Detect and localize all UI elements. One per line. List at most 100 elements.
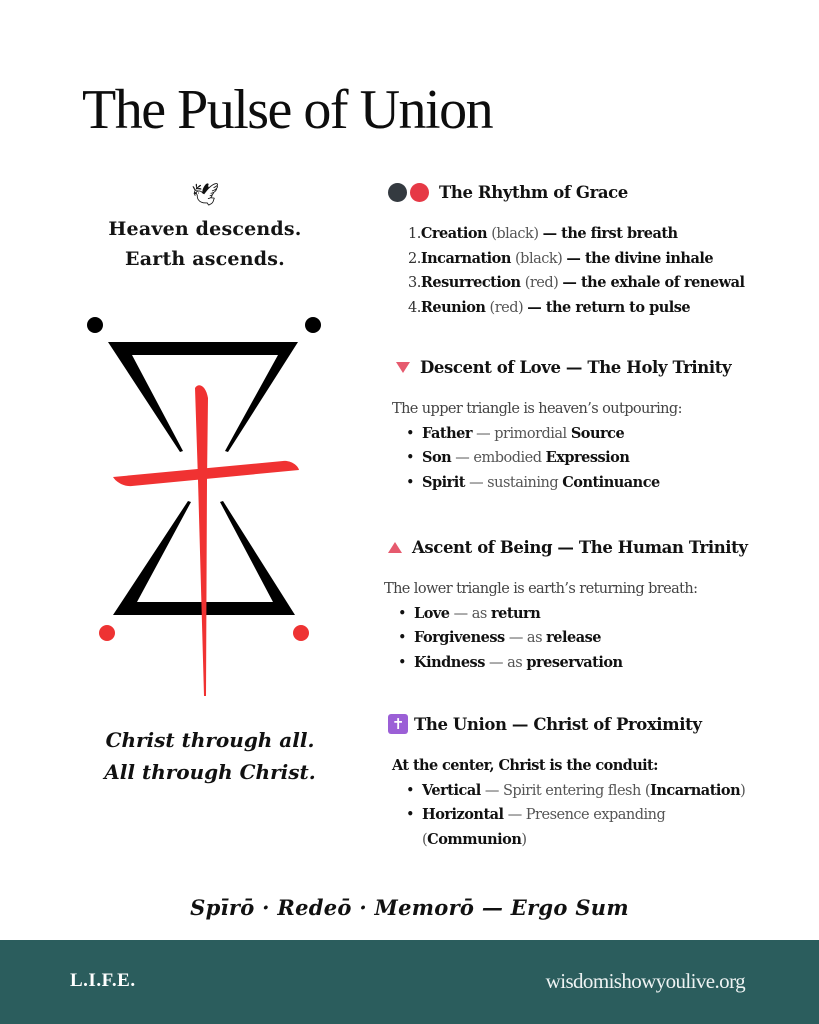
list-item: 2.Incarnation (black) — the divine inhal…: [408, 247, 778, 272]
item-desc: — as: [489, 654, 523, 671]
footer-brand: L.I.F.E.: [70, 970, 136, 991]
section-intro: The lower triangle is earth’s returning …: [384, 581, 698, 597]
item-key: Source: [570, 424, 625, 442]
section-heading: Descent of Love — The Holy Trinity: [388, 358, 778, 377]
item-key: return: [490, 604, 541, 622]
item-term: Spirit: [422, 473, 465, 491]
upper-triangle: [108, 342, 298, 452]
footer-website-link[interactable]: wisdomishowyoulive.org: [545, 969, 746, 993]
red-triangle-down-icon: [396, 362, 410, 373]
section-title: Ascent of Being — The Human Trinity: [412, 538, 748, 557]
tagline: Heaven descends. Earth ascends.: [80, 214, 330, 274]
cross-vertical: [195, 385, 208, 696]
item-desc: — sustaining: [469, 474, 559, 491]
tagline-line-2: Earth ascends.: [125, 248, 285, 270]
item-key: release: [546, 629, 602, 646]
top-right-dot: [305, 317, 321, 333]
item-number: 3.: [408, 275, 421, 291]
section-heading: The Rhythm of Grace: [388, 183, 778, 202]
cross-horizontal: [113, 460, 299, 487]
item-term: Father: [422, 424, 473, 442]
list-item: Love — as return: [398, 602, 778, 627]
red-circle-icon: [410, 183, 429, 202]
item-key: preservation: [526, 653, 623, 671]
item-note: (black): [515, 250, 563, 267]
black-red-circles-icon: [388, 183, 429, 202]
section-the-union: ✝ The Union — Christ of Proximity At the…: [388, 714, 778, 852]
item-key: Expression: [545, 449, 630, 466]
human-trinity-list: Love — as return Forgiveness — as releas…: [398, 602, 778, 676]
black-circle-icon: [388, 183, 407, 202]
item-note: (red): [489, 299, 524, 316]
item-desc: — Spirit entering flesh (: [484, 782, 651, 799]
closing-statement: Christ through all. All through Christ.: [90, 724, 330, 788]
lower-triangle: [113, 501, 295, 615]
item-key: Continuance: [562, 473, 660, 491]
right-column: The Rhythm of Grace 1.Creation (black) —…: [384, 183, 778, 852]
list-item: Son — embodied Expression: [406, 446, 778, 471]
list-item: Horizontal — Presence expanding (Communi…: [406, 803, 672, 852]
closing-line-2: All through Christ.: [104, 760, 316, 784]
section-heading: Ascent of Being — The Human Trinity: [380, 538, 778, 557]
section-title: The Union — Christ of Proximity: [414, 714, 702, 734]
item-number: 1.: [408, 226, 421, 242]
pulse-of-union-symbol-icon: [87, 317, 321, 696]
item-note: (black): [491, 226, 539, 242]
dove-icon: 🕊: [191, 182, 219, 207]
item-term: Creation: [420, 225, 488, 242]
trinity-list: Father — primordial Source Son — embodie…: [406, 422, 778, 496]
section-intro: At the center, Christ is the conduit:: [392, 757, 659, 774]
item-end: ): [521, 831, 527, 848]
item-number: 2.: [408, 250, 421, 267]
section-heading: ✝ The Union — Christ of Proximity: [388, 714, 778, 734]
bottom-left-dot: [99, 625, 115, 641]
section-title: The Rhythm of Grace: [439, 183, 628, 202]
item-desc: — the divine inhale: [566, 249, 714, 267]
tagline-line-1: Heaven descends.: [108, 218, 302, 240]
section-title: Descent of Love — The Holy Trinity: [420, 358, 732, 377]
list-item: Spirit — sustaining Continuance: [406, 471, 778, 496]
section-rhythm-of-grace: The Rhythm of Grace 1.Creation (black) —…: [388, 183, 778, 358]
latin-cross-icon: ✝: [388, 714, 408, 734]
rhythm-list: 1.Creation (black) — the first breath 2.…: [408, 222, 778, 320]
item-desc: — the return to pulse: [527, 298, 691, 316]
item-desc: — as: [508, 630, 543, 646]
list-item: 4.Reunion (red) — the return to pulse: [408, 296, 778, 321]
list-item: Vertical — Spirit entering flesh (Incarn…: [406, 779, 746, 804]
item-desc: — the exhale of renewal: [562, 274, 745, 291]
item-number: 4.: [408, 299, 421, 316]
item-term: Son: [422, 449, 452, 466]
item-desc: — as: [453, 605, 488, 622]
top-left-dot: [87, 317, 103, 333]
section-descent-of-love: Descent of Love — The Holy Trinity The u…: [388, 358, 778, 538]
bottom-right-dot: [293, 625, 309, 641]
item-term: Horizontal: [422, 806, 504, 823]
item-term: Forgiveness: [414, 629, 505, 646]
list-item: Father — primordial Source: [406, 422, 778, 447]
item-term: Incarnation: [420, 249, 512, 267]
item-key: Incarnation: [650, 781, 741, 799]
section-intro: The upper triangle is heaven’s outpourin…: [392, 401, 682, 417]
section-ascent-of-being: Ascent of Being — The Human Trinity The …: [380, 538, 778, 714]
item-term: Reunion: [420, 298, 486, 316]
list-item: Forgiveness — as release: [398, 626, 778, 651]
motto: Spīrō · Redeō · Memorō — Ergo Sum: [190, 895, 629, 920]
closing-line-1: Christ through all.: [105, 728, 315, 752]
item-term: Kindness: [414, 653, 485, 671]
list-item: 1.Creation (black) — the first breath: [408, 222, 778, 247]
item-desc: — embodied: [455, 450, 542, 466]
footer-bar: L.I.F.E. wisdomishowyoulive.org: [0, 940, 819, 1024]
item-desc: — the first breath: [542, 225, 679, 242]
union-list: Vertical — Spirit entering flesh (Incarn…: [406, 779, 746, 853]
left-column: 🕊 Heaven descends. Earth ascends.: [80, 180, 330, 274]
item-note: (red): [524, 275, 559, 291]
item-term: Resurrection: [420, 274, 521, 291]
item-desc: — primordial: [476, 425, 567, 442]
item-key: Communion: [427, 830, 522, 848]
list-item: 3.Resurrection (red) — the exhale of ren…: [408, 271, 778, 296]
list-item: Kindness — as preservation: [398, 651, 778, 676]
item-term: Vertical: [422, 781, 481, 799]
item-term: Love: [414, 604, 450, 622]
page-title: The Pulse of Union: [82, 79, 494, 141]
red-triangle-up-icon: [388, 542, 402, 553]
